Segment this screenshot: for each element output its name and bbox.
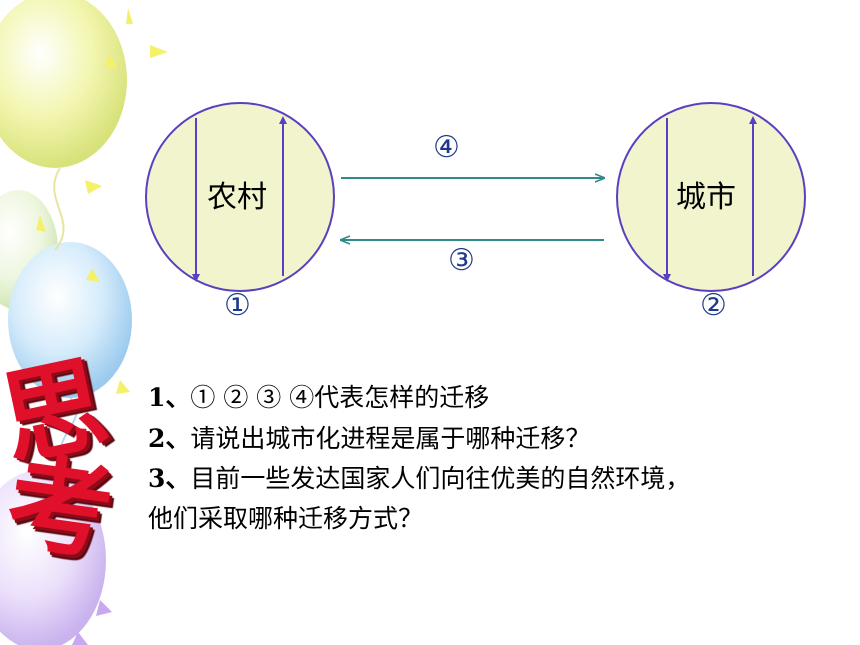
question-number: 3、: [148, 464, 191, 493]
question-text: 目前一些发达国家人们向往优美的自然环境，: [190, 464, 691, 493]
sparkle-icon: [72, 600, 112, 645]
question-1: 1、① ② ③ ④代表怎样的迁移: [148, 383, 489, 413]
urban-label: 城市: [676, 180, 736, 215]
question-number: 2、: [148, 424, 191, 453]
question-2: 2、请说出城市化进程是属于哪种迁移？: [148, 424, 590, 454]
balloon-purple: [0, 470, 106, 645]
marker-3: ③: [448, 243, 475, 278]
question-text: 请说出城市化进程是属于哪种迁移？: [190, 424, 591, 453]
balloon-yellow: [0, 0, 127, 168]
question-3-continued: 他们采取哪种迁移方式？: [148, 504, 423, 534]
question-number: 1、: [148, 383, 191, 412]
marker-4: ④: [433, 130, 460, 165]
balloon-blue: [8, 242, 132, 398]
sparkle-icon: [36, 8, 168, 394]
think-char-2: 考: [0, 440, 120, 576]
balloon-string: [53, 167, 65, 251]
question-text: 他们采取哪种迁移方式？: [148, 504, 424, 533]
question-text: ① ② ③ ④代表怎样的迁移: [190, 383, 490, 412]
rural-circle: [145, 102, 335, 292]
urban-circle: [616, 102, 806, 292]
rural-label: 农村: [207, 180, 267, 215]
marker-2: ②: [700, 288, 727, 323]
question-3: 3、目前一些发达国家人们向往优美的自然环境，: [148, 464, 690, 494]
marker-1: ①: [224, 288, 251, 323]
balloon-string: [59, 397, 78, 471]
